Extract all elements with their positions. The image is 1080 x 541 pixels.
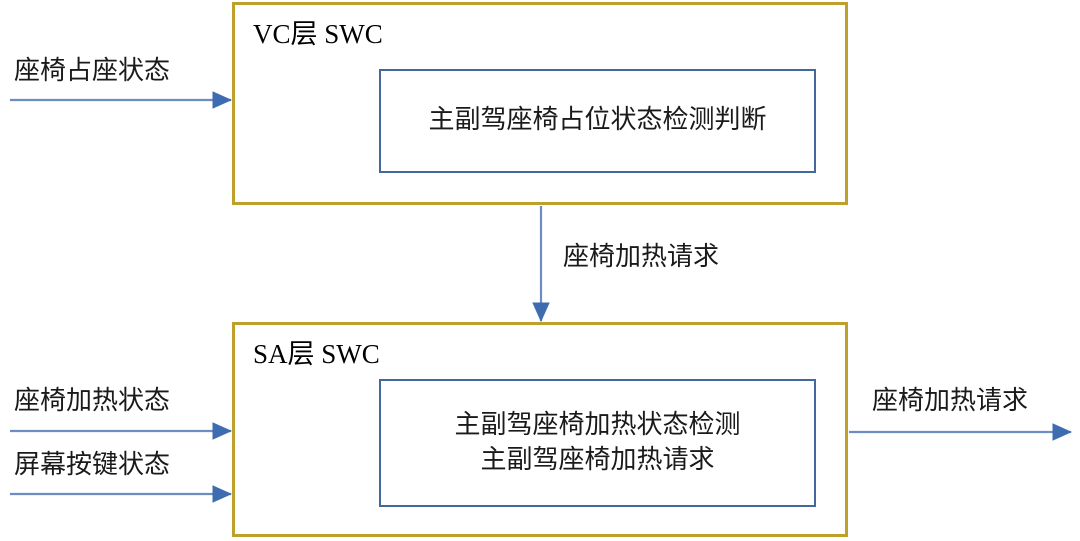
sa-function-block[interactable]: 主副驾座椅加热状态检测 主副驾座椅加热请求 <box>379 379 816 507</box>
label-seat-heat-request-internal: 座椅加热请求 <box>563 242 720 272</box>
sa-function-block-line-1: 主副驾座椅加热状态检测 <box>454 409 741 440</box>
sa-layer-box[interactable]: SA层 SWC 主副驾座椅加热状态检测 主副驾座椅加热请求 <box>232 322 848 537</box>
label-seat-heat-status: 座椅加热状态 <box>14 386 171 416</box>
vc-function-block-line-1: 主副驾座椅占位状态检测判断 <box>428 105 767 136</box>
label-seat-occupancy-status: 座椅占座状态 <box>14 56 171 86</box>
sa-function-block-line-2: 主副驾座椅加热请求 <box>480 445 715 475</box>
label-seat-heat-request-output: 座椅加热请求 <box>872 386 1029 416</box>
vc-layer-box[interactable]: VC层 SWC 主副驾座椅占位状态检测判断 <box>232 2 848 205</box>
vc-function-block[interactable]: 主副驾座椅占位状态检测判断 <box>379 69 816 173</box>
sa-layer-title: SA层 SWC <box>253 339 380 369</box>
vc-layer-title: VC层 SWC <box>253 19 383 49</box>
label-screen-key-status: 屏幕按键状态 <box>14 450 171 480</box>
